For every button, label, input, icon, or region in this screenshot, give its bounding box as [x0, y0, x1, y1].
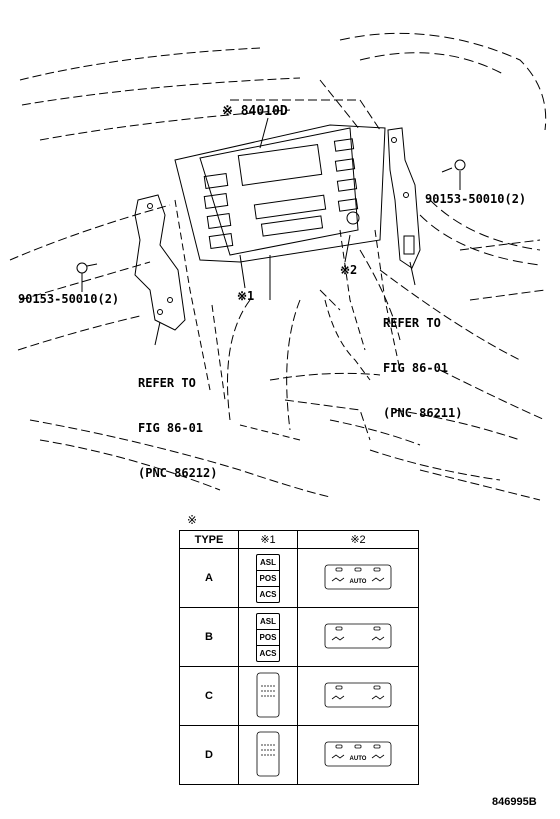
switch-asl: ASL — [257, 614, 279, 630]
refer-right-line3: (PNC 86211) — [383, 406, 463, 420]
bolt-right-part-number: 90153-50010(2) — [425, 192, 527, 206]
auto-label: AUTO — [350, 756, 367, 762]
main-part-label: ※ 84010D — [222, 104, 288, 119]
refer-right-line1: REFER TO — [383, 316, 441, 330]
dashboard-illustration — [9, 32, 547, 501]
star2-callout: ※2 — [340, 263, 358, 277]
refer-left-line1: REFER TO — [138, 376, 196, 390]
switch-acs: ACS — [259, 648, 277, 658]
switch-stack: ASL POS ACS — [256, 612, 280, 662]
header-star1: ※1 — [238, 530, 298, 549]
single-switch-panel — [256, 672, 280, 717]
legend-row: B ASL POS ACS — [179, 607, 419, 667]
bolt-left — [76, 262, 98, 274]
steering-wheel — [339, 32, 547, 266]
left-bracket — [134, 194, 186, 331]
legend-row: A ASL POS ACS AUTO — [179, 548, 419, 608]
climate-panel-manual — [324, 682, 392, 707]
bolt-right — [441, 159, 466, 173]
refer-left-line2: FIG 86-01 — [138, 421, 204, 435]
switch-asl: ASL — [257, 555, 279, 571]
climate-panel-cell: AUTO — [297, 725, 419, 785]
switch-panel-cell: ASL POS ACS — [238, 607, 298, 667]
variant-legend-table: TYPE ※1 ※2 A ASL POS ACS AUTO — [179, 530, 419, 785]
climate-panel-manual — [324, 623, 392, 648]
legend-mark: ※ — [187, 513, 198, 527]
legend-row: C — [179, 666, 419, 726]
row-type: B — [179, 607, 239, 667]
single-switch-panel — [256, 731, 280, 776]
climate-panel-cell: AUTO — [297, 548, 419, 608]
header-star2: ※2 — [297, 530, 419, 549]
climate-panel-cell — [297, 607, 419, 667]
legend-header-row: TYPE ※1 ※2 — [179, 530, 419, 549]
refer-right-line2: FIG 86-01 — [383, 361, 449, 375]
climate-panel-cell — [297, 666, 419, 726]
row-type: D — [179, 725, 239, 785]
switch-panel-cell: ASL POS ACS — [238, 548, 298, 608]
refer-left-line3: (PNC 86212) — [138, 466, 218, 480]
refer-right: REFER TO FIG 86-01 (PNC 86211) — [383, 286, 462, 451]
switch-pos: POS — [257, 630, 279, 646]
switch-panel-cell — [238, 666, 298, 726]
row-type: A — [179, 548, 239, 608]
switch-pos: POS — [257, 571, 279, 587]
switch-panel-cell — [238, 725, 298, 785]
header-type: TYPE — [179, 530, 239, 549]
switch-stack: ASL POS ACS — [256, 553, 280, 603]
legend-row: D AUTO — [179, 725, 419, 785]
climate-panel-auto: AUTO — [324, 564, 392, 589]
climate-panel-auto: AUTO — [324, 741, 392, 766]
console — [174, 199, 401, 441]
switch-acs: ACS — [259, 589, 277, 599]
right-bracket — [387, 127, 421, 269]
auto-label: AUTO — [350, 579, 367, 585]
refer-left: REFER TO FIG 86-01 (PNC 86212) — [138, 346, 217, 511]
bolt-left-part-number: 90153-50010(2) — [18, 292, 120, 306]
figure-id: 846995B — [492, 796, 537, 808]
row-type: C — [179, 666, 239, 726]
star1-callout: ※1 — [237, 289, 255, 303]
leader-lines — [81, 117, 461, 346]
audio-unit — [174, 124, 386, 300]
